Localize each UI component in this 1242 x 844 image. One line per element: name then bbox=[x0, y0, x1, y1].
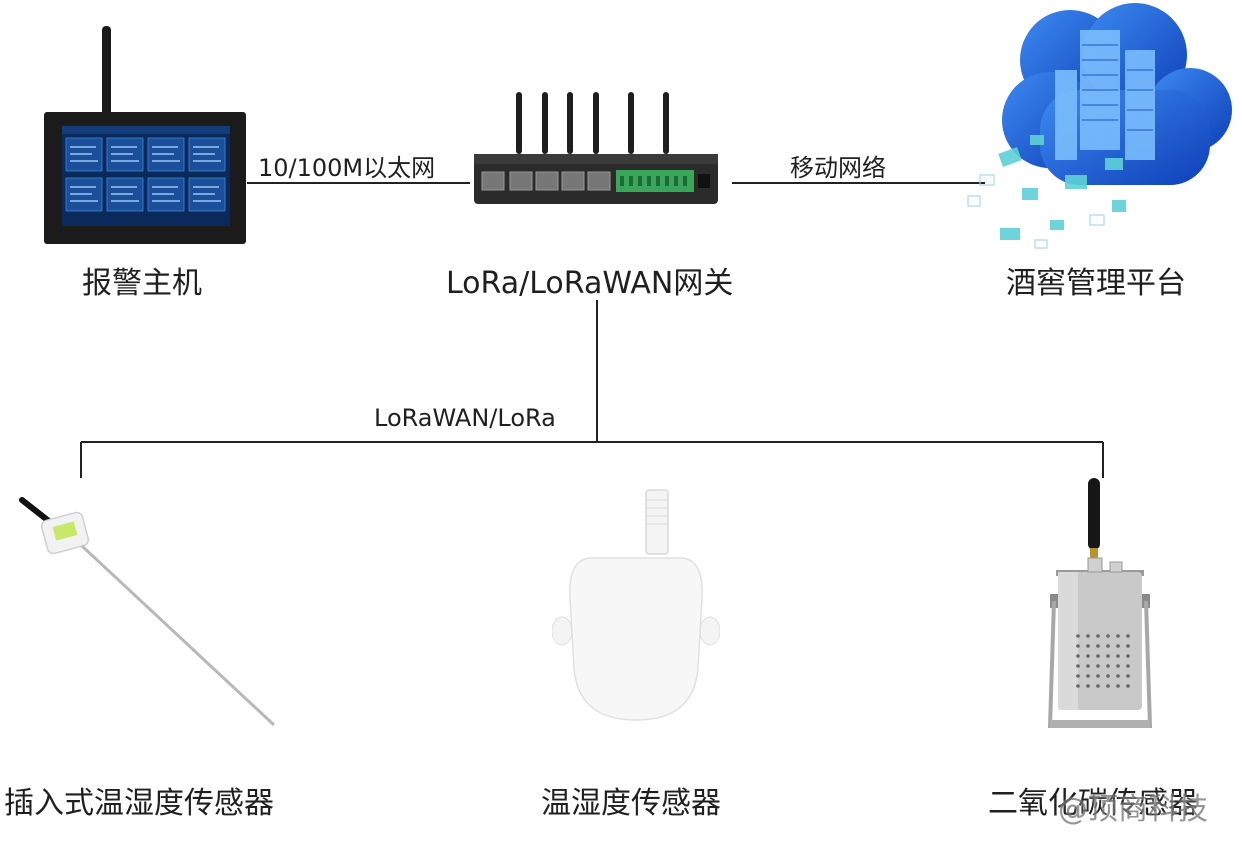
co2-sensor-device bbox=[1048, 478, 1153, 728]
watermark-text: @顶商科技 bbox=[1058, 792, 1208, 827]
cloud-platform-icon bbox=[967, 3, 1232, 249]
co2-sensor-label: 二氧化碳传感器 bbox=[988, 786, 1198, 821]
mobile-network-link-label: 移动网络 bbox=[790, 154, 886, 182]
ethernet-link-label: 10/100M以太网 bbox=[258, 154, 436, 182]
gateway-device bbox=[474, 92, 718, 204]
probe-sensor-label: 插入式温湿度传感器 bbox=[4, 786, 274, 821]
th-sensor-device bbox=[552, 489, 720, 721]
gateway-label: LoRa/LoRaWAN网关 bbox=[446, 266, 734, 301]
alarm-host-device bbox=[44, 26, 246, 244]
th-sensor-label: 温湿度传感器 bbox=[541, 786, 721, 821]
cloud-platform-label: 酒窖管理平台 bbox=[1006, 266, 1186, 301]
alarm-host-label: 报警主机 bbox=[82, 266, 202, 301]
lora-link-label: LoRaWAN/LoRa bbox=[374, 404, 556, 432]
probe-sensor-device bbox=[19, 497, 276, 727]
